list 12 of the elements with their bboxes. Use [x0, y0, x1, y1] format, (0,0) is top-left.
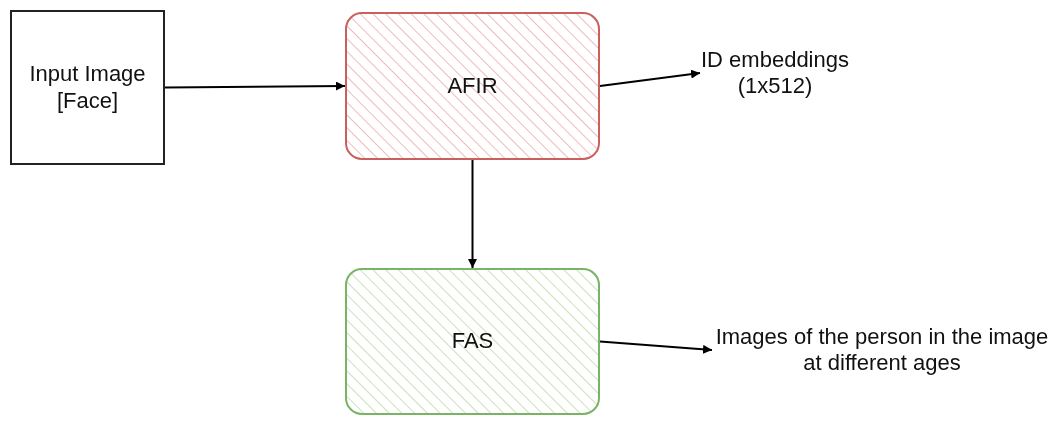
- process-box: [345, 268, 600, 415]
- box-label: Input Image [Face]: [28, 61, 147, 114]
- output-text: Images of the person in the image at different ages: [712, 295, 1052, 405]
- box-label: FAS: [450, 328, 495, 355]
- process-box: [345, 12, 600, 160]
- box-label: AFIR: [446, 72, 499, 100]
- output-text: ID embeddings (1x512): [700, 45, 850, 101]
- arrow: [468, 159, 477, 269]
- arrow: [599, 340, 713, 354]
- arrow: [599, 69, 701, 87]
- input-box: [10, 10, 165, 165]
- arrow: [164, 81, 346, 91]
